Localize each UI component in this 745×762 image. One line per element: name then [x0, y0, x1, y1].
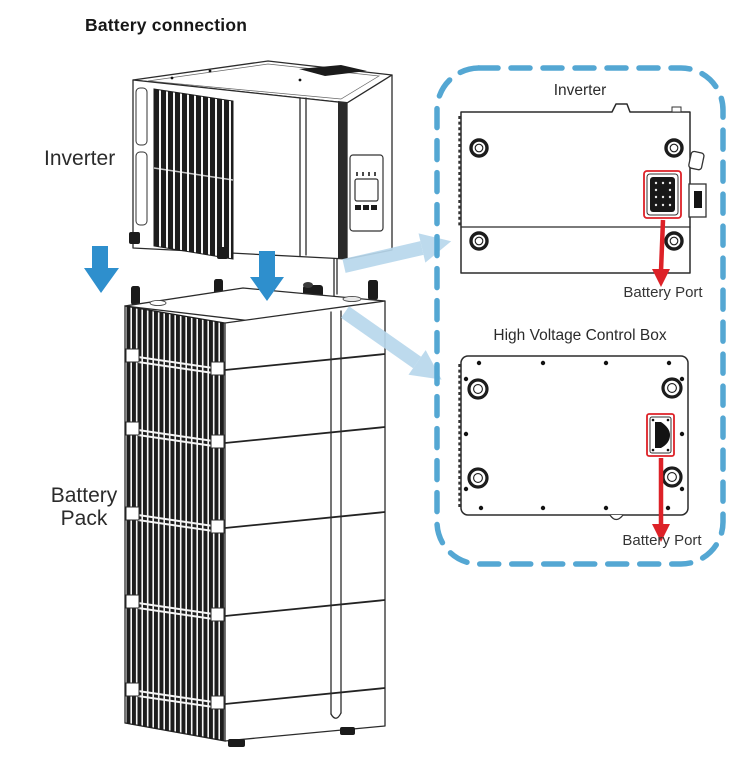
control-box-bottom-view-drawing — [458, 355, 689, 542]
detail-panel-border — [434, 65, 726, 567]
inverter-battery-port-label: Battery Port — [623, 284, 703, 301]
control-box-battery-port-label: Battery Port — [622, 532, 702, 549]
down-arrow-icon — [84, 246, 119, 293]
battery-port-arrow-icon — [652, 458, 670, 542]
battery-module-seams — [224, 353, 386, 705]
inverter-isometric-drawing — [129, 60, 393, 297]
battery-pack-label: Battery Pack — [50, 484, 118, 530]
inverter-buttons — [355, 205, 377, 210]
inverter-screen — [354, 178, 379, 202]
inverter-led-indicators — [356, 172, 376, 176]
battery-port-highlight — [643, 170, 682, 219]
page-title: Battery connection — [85, 15, 248, 35]
down-arrow-icon — [250, 251, 284, 301]
callout-arrow-icon — [340, 306, 442, 380]
inset-control-box-title: High Voltage Control Box — [493, 327, 667, 344]
battery-port-highlight — [646, 413, 675, 457]
mounting-holes — [469, 138, 684, 251]
mounting-holes — [467, 377, 683, 489]
battery-pack-isometric-drawing — [124, 279, 386, 747]
inverter-battery-port — [643, 170, 682, 219]
screw-dots — [463, 360, 685, 511]
inset-inverter-title: Inverter — [553, 82, 607, 99]
inverter-label: Inverter — [44, 147, 116, 170]
battery-module-clips — [125, 348, 225, 710]
inverter-bottom-view-drawing — [458, 103, 707, 287]
control-box-battery-port — [646, 413, 675, 457]
battery-port-arrow-icon — [652, 219, 670, 287]
